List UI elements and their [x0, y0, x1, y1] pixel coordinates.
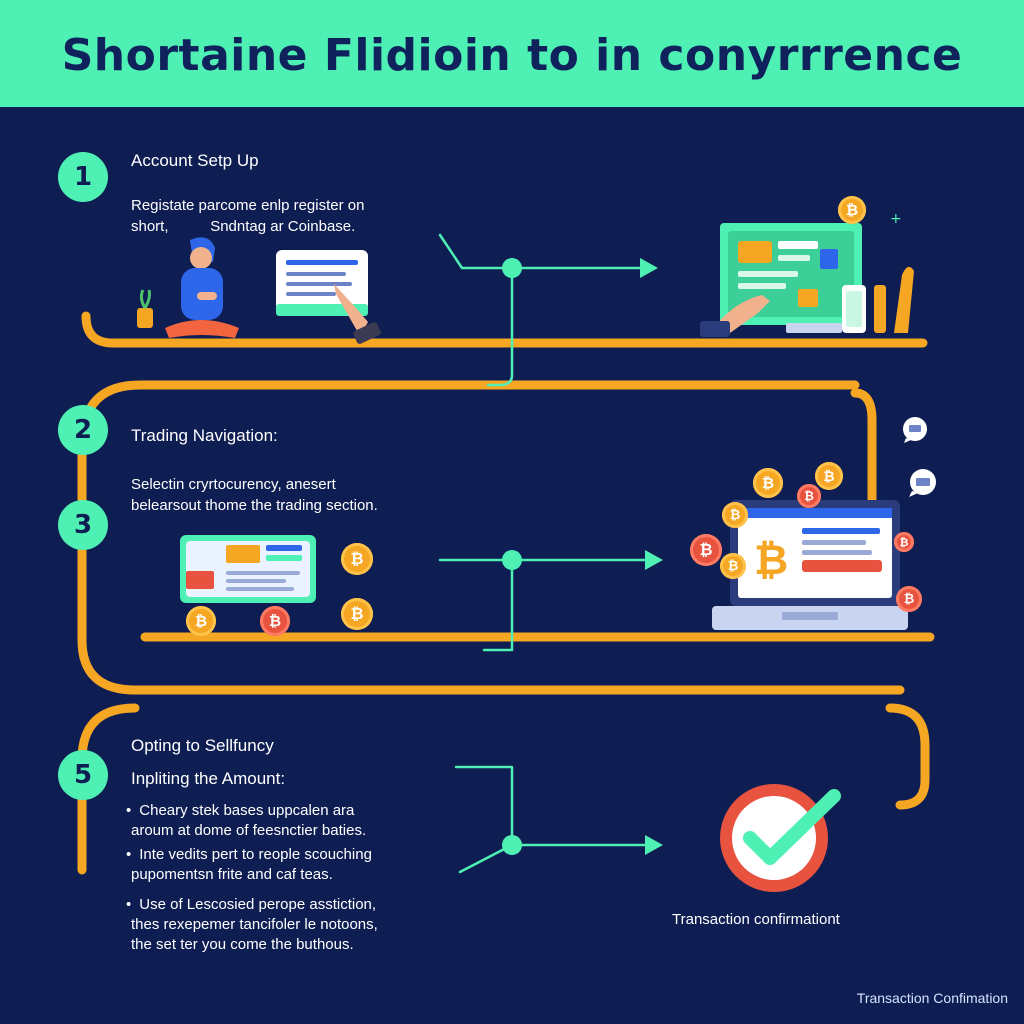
- bitcoin-coin-icon: ₿: [341, 543, 373, 575]
- step-3-number: 3: [58, 500, 108, 550]
- path-segment-2: [850, 388, 877, 605]
- step-1-line-1: Registate parcome enlp register on: [131, 197, 365, 214]
- step-5-subheading: Inpliting the Amount:: [131, 769, 286, 788]
- bitcoin-coin-icon: ₿: [753, 468, 783, 498]
- path-segment-7: [885, 703, 930, 810]
- connector-1-drop: [486, 266, 514, 387]
- step-1-heading: Account Setp Up: [131, 151, 259, 170]
- connector-node-3: [502, 835, 522, 855]
- bitcoin-coin-icon: ₿: [797, 484, 821, 508]
- svg-text:₿: ₿: [754, 535, 788, 584]
- step-1-line-2: short, Sndntag ar Coinbase.: [131, 218, 356, 235]
- page-title: Shortaine Flidioin to in conyrrrence: [61, 30, 963, 81]
- monitor-icon: +: [700, 211, 914, 337]
- step-1-number: 1: [58, 152, 108, 202]
- confirmation-label: Transaction confirmationt: [672, 911, 840, 928]
- bitcoin-coin-icon: ₿: [690, 534, 722, 566]
- footer-caption: Transaction Confimation: [856, 990, 1008, 1006]
- bullet-3-line-1: Use of Lescosied perope asstiction,: [126, 894, 376, 916]
- bullet-1-line-1: Cheary stek bases uppcalen ara: [126, 800, 354, 822]
- bitcoin-coin-icon: ₿: [260, 606, 290, 636]
- bitcoin-coin-icon: ₿: [894, 532, 914, 552]
- bitcoin-coin-icon: ₿: [838, 196, 866, 224]
- connector-2-drop: [482, 558, 514, 652]
- step-2-line-1: Selectin cryrtocurency, anesert: [131, 476, 336, 493]
- bitcoin-coin-icon: ₿: [722, 502, 748, 528]
- connector-node-1: [502, 258, 522, 278]
- bullet-2-line-2: pupomentsn frite and caf teas.: [131, 866, 333, 883]
- connector-arrow-2: [645, 550, 663, 570]
- step-2-number: 2: [58, 405, 108, 455]
- svg-text:+: +: [890, 211, 902, 227]
- bitcoin-coin-icon: ₿: [186, 606, 216, 636]
- signup-form-icon: [276, 250, 381, 344]
- chat-bubble-icon: [903, 417, 927, 443]
- step-2-heading: Trading Navigation:: [131, 426, 278, 445]
- laptop-icon: ₿: [712, 500, 908, 630]
- checkmark-icon: [720, 784, 841, 892]
- path-segment-1: [81, 311, 928, 348]
- bullet-3-line-3: the set ter you come the buthous.: [131, 936, 354, 953]
- person-icon: [137, 237, 239, 338]
- bullet-3-line-2: thes rexepemer tancifoler le notoons,: [131, 916, 378, 933]
- bitcoin-coin-icon: ₿: [896, 586, 922, 612]
- connector-3: [454, 765, 647, 847]
- bullet-2-line-1: Inte vedits pert to reople scouching: [126, 844, 372, 866]
- step-5-heading: Opting to Sellfuncy: [131, 736, 274, 755]
- header-banner: [0, 0, 1024, 107]
- connector-arrow-3: [645, 835, 663, 855]
- bitcoin-coin-icon: ₿: [720, 553, 746, 579]
- bitcoin-coin-icon: ₿: [341, 598, 373, 630]
- step-5-number: 5: [58, 750, 108, 800]
- connector-1: [438, 233, 642, 270]
- bullet-1-line-2: aroum at dome of feesnctier baties.: [131, 822, 367, 839]
- chat-bubble-icon: [909, 469, 936, 497]
- trading-dashboard-icon: [180, 535, 316, 603]
- connector-node-2: [502, 550, 522, 570]
- connector-arrow-1: [640, 258, 658, 278]
- bitcoin-coin-icon: ₿: [815, 462, 843, 490]
- step-2-line-2: belearsout thome the trading section.: [131, 497, 378, 514]
